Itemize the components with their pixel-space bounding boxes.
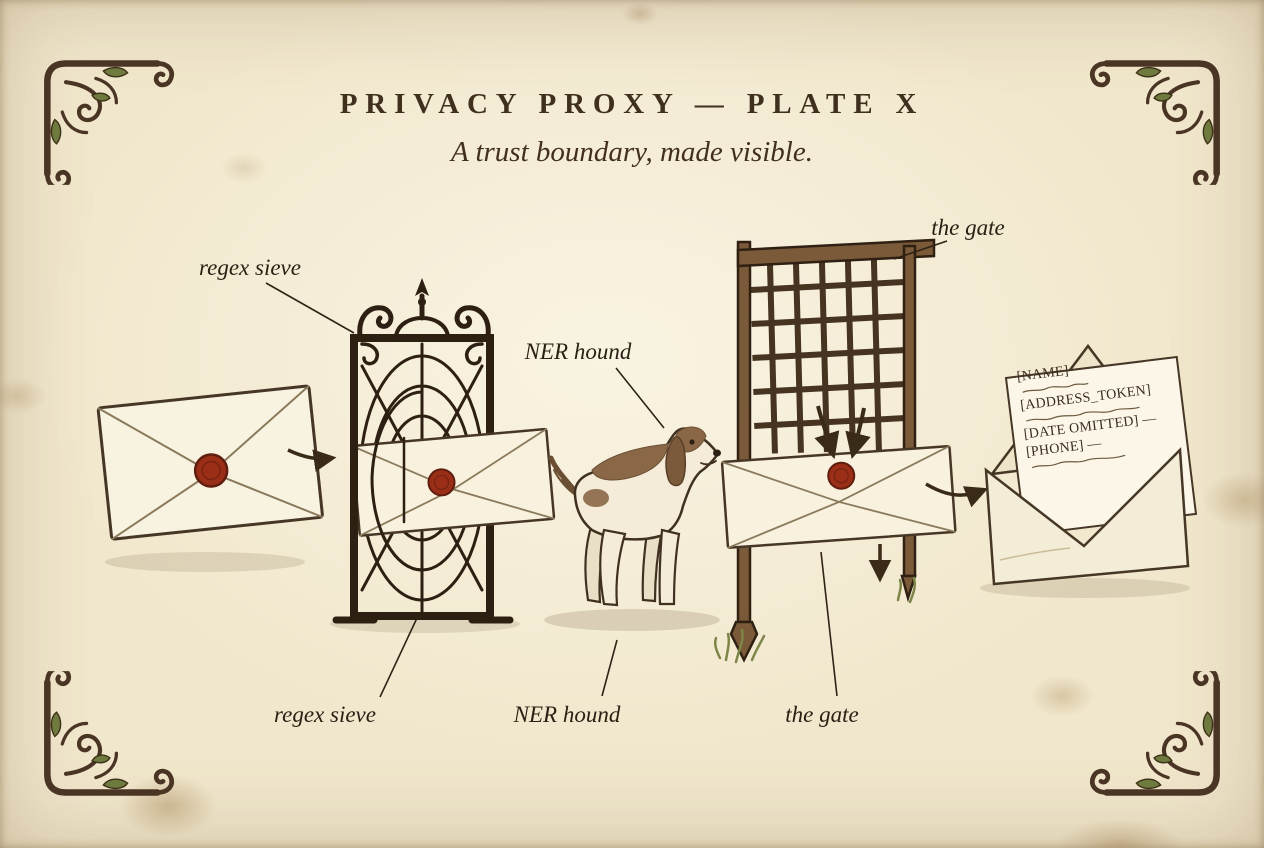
label-ner-hound-bottom: NER hound — [513, 702, 621, 727]
envelope-through-sieve — [350, 427, 556, 537]
redacted-letter-text: [NAME] [ADDRESS_TOKEN] [DATE OMITTED] — … — [1016, 350, 1192, 474]
label-regex-sieve-top: regex sieve — [199, 255, 301, 280]
envelope-under-gate — [720, 444, 957, 549]
leader-the-gate-bottom — [820, 551, 838, 697]
handwriting-squiggle — [1026, 406, 1140, 422]
label-regex-sieve-bottom: regex sieve — [274, 702, 376, 727]
sealed-envelope-illustration — [96, 384, 324, 572]
handwriting-squiggle — [1022, 382, 1089, 393]
dog-eye — [689, 439, 695, 445]
wax-seal-icon — [193, 453, 229, 488]
leader-the-gate-top — [893, 240, 948, 260]
leader-ner-hound-bottom — [601, 639, 618, 697]
flow-arrow-right-icon — [925, 482, 989, 508]
leader-regex-sieve-bottom — [379, 617, 418, 698]
wax-seal-icon — [827, 461, 856, 490]
corner-ornament-icon — [38, 669, 178, 804]
plate-subtitle: A trust boundary, made visible. — [451, 136, 813, 168]
open-envelope-illustration — [980, 343, 1198, 598]
filter-arrows-down-icon — [814, 405, 871, 460]
leader-ner-hound-top — [615, 367, 665, 429]
label-ner-hound-top: NER hound — [524, 339, 632, 364]
trellis-gate-illustration — [713, 238, 957, 664]
dog-nose — [713, 449, 721, 457]
sieve-bars-front — [350, 390, 424, 572]
label-the-gate-bottom: the gate — [785, 702, 859, 727]
ner-hound-illustration — [544, 426, 721, 631]
label-the-gate-top: the gate — [931, 215, 1005, 240]
envelope-front-pocket — [984, 447, 1190, 586]
trellis-lattice — [750, 246, 909, 454]
corner-ornament-icon — [1086, 669, 1226, 804]
dog-ear — [665, 436, 687, 487]
plate-title: PRIVACY PROXY — PLATE X — [339, 88, 925, 120]
flow-arrow-right-icon — [287, 448, 337, 472]
grass-tufts — [713, 576, 917, 664]
wax-seal-icon — [427, 468, 456, 497]
leader-regex-sieve-top — [265, 282, 355, 334]
leader-lines — [265, 240, 948, 698]
regex-sieve-illustration — [330, 278, 556, 633]
handwriting-squiggle — [1031, 454, 1126, 469]
